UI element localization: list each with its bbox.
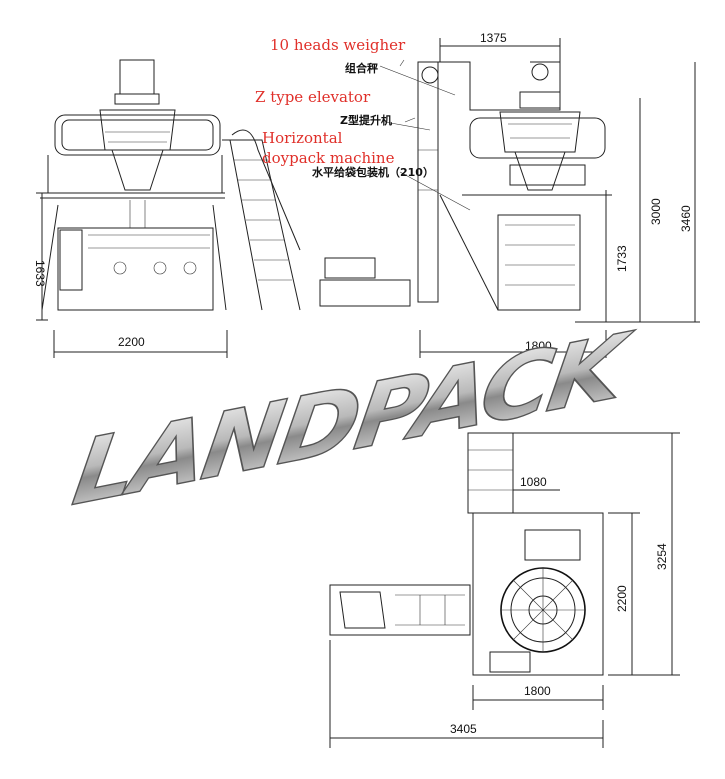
callout-leaders <box>379 59 471 211</box>
side-height-upper-dim: 3000 <box>649 198 663 225</box>
side-height-mid-dim: 1733 <box>615 245 629 272</box>
front-height-dim: 1633 <box>33 260 47 287</box>
landpack-logo: LANDPACK <box>66 312 639 527</box>
plan-inner-width-dim: 1080 <box>520 475 547 489</box>
side-height-total-dim: 3460 <box>679 205 693 232</box>
label-weigher-cn: 组合秤 <box>345 61 378 75</box>
landpack-logo-text: LANDPACK <box>67 313 639 527</box>
plan-height-inner-dim: 2200 <box>615 585 629 612</box>
plan-view <box>329 432 680 748</box>
front-view <box>36 59 301 358</box>
front-width-dim: 2200 <box>118 335 145 349</box>
plan-height-total-dim: 3254 <box>655 543 669 570</box>
plan-width-dim: 1800 <box>524 684 551 698</box>
label-packer-cn: 水平给袋包装机（210） <box>312 165 434 179</box>
label-weigher-en: 10 heads weigher <box>270 36 406 54</box>
side-width-dim: 1800 <box>525 339 552 353</box>
label-packer-en-1: Horizontal <box>262 129 343 147</box>
label-elevator-cn: Z型提升机 <box>340 113 392 127</box>
side-top-width-dim: 1375 <box>480 31 507 45</box>
side-view <box>319 38 700 358</box>
label-packer-en-2: doypack machine <box>262 149 395 167</box>
plan-total-width-dim: 3405 <box>450 722 477 736</box>
label-elevator-en: Z type elevator <box>255 88 371 106</box>
